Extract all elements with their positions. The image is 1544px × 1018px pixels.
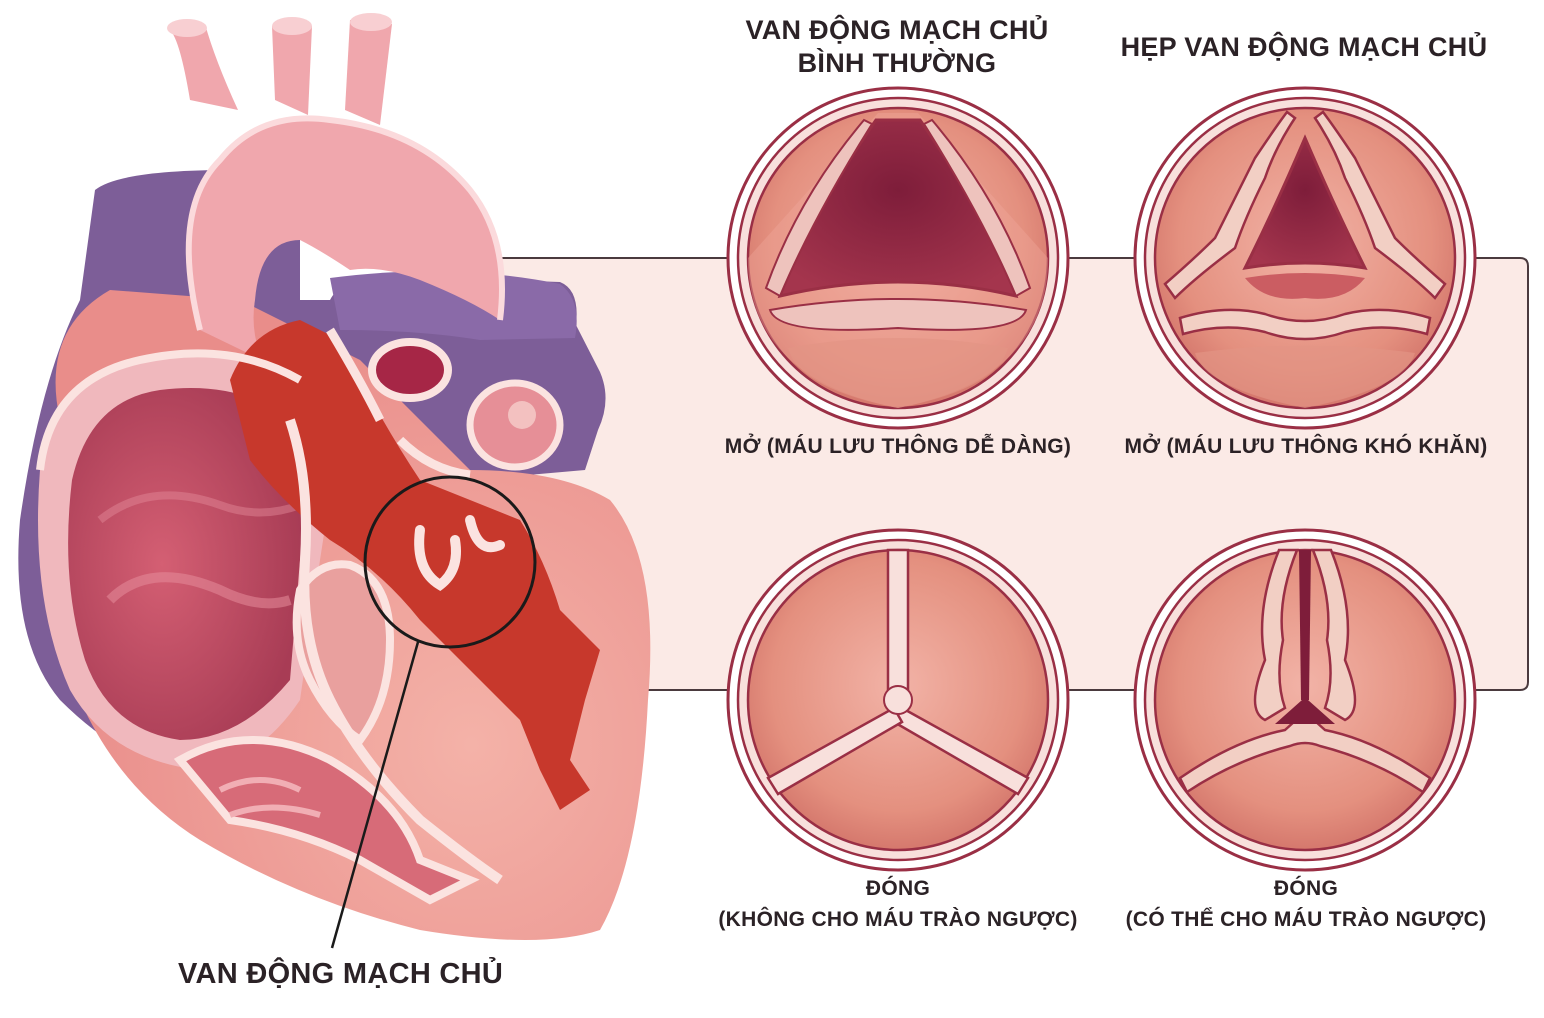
valve-stenosis-closed [1133,528,1477,872]
valve-leader-line [330,641,420,949]
valve-normal-closed [726,528,1070,872]
valve-stenosis-open [1133,86,1477,430]
header-normal: VAN ĐỘNG MẠCH CHỦ BÌNH THƯỜNG [716,14,1078,80]
caption-normal-closed: ĐÓNG (KHÔNG CHO MÁU TRÀO NGƯỢC) [700,873,1096,935]
caption-normal-closed-line2: (KHÔNG CHO MÁU TRÀO NGƯỢC) [718,908,1078,931]
header-stenosis: HẸP VAN ĐỘNG MẠCH CHỦ [1120,32,1488,62]
caption-normal-closed-line1: ĐÓNG [865,877,931,900]
right-chamber [68,388,304,740]
caption-stenosis-closed: ĐÓNG (CÓ THỂ CHO MÁU TRÀO NGƯỢC) [1104,873,1508,935]
valve-normal-open [726,86,1070,430]
header-normal-line1: VAN ĐỘNG MẠCH CHỦ [745,15,1049,45]
header-normal-line2: BÌNH THƯỜNG [797,48,997,78]
caption-stenosis-closed-line1: ĐÓNG [1273,877,1339,900]
blood-flow-channel [230,320,600,810]
heart-valve-label: VAN ĐỘNG MẠCH CHỦ [178,958,504,990]
heart-illustration [18,13,651,940]
aorta [188,118,502,360]
caption-normal-open: MỞ (MÁU LƯU THÔNG DỄ DÀNG) [724,435,1072,458]
caption-stenosis-closed-line2: (CÓ THỂ CHO MÁU TRÀO NGƯỢC) [1125,908,1487,931]
pulmonary-artery-opening [368,338,452,402]
caption-stenosis-open: MỞ (MÁU LƯU THÔNG KHÓ KHĂN) [1124,435,1488,458]
valve-callout-circle [363,475,537,649]
